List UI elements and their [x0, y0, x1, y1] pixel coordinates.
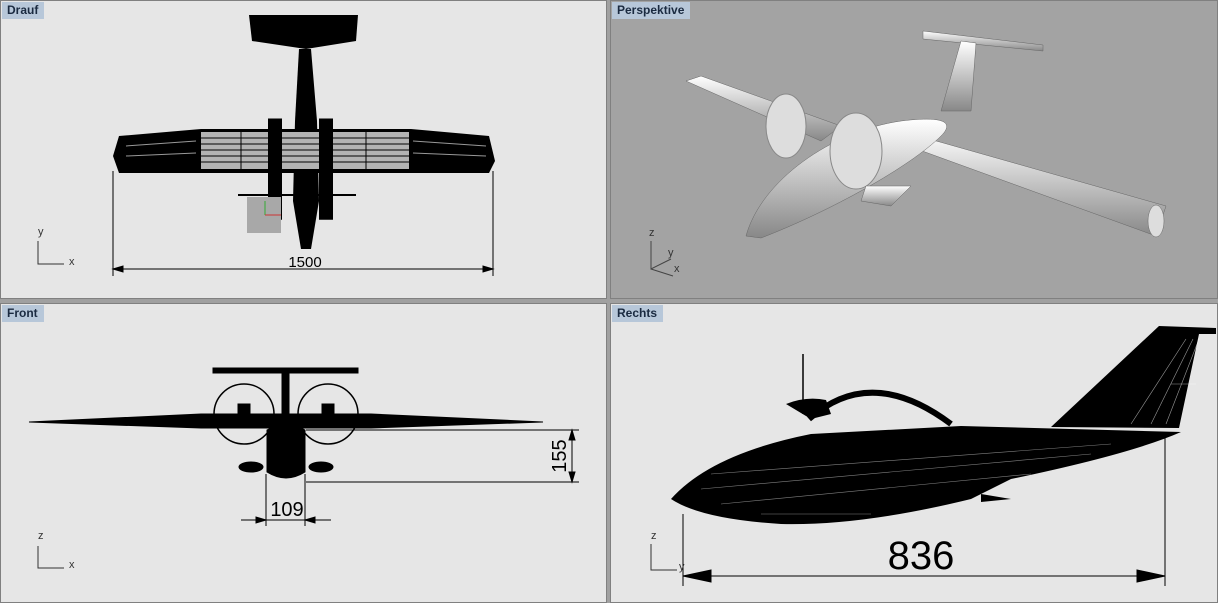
viewport-title-front[interactable]: Front [2, 305, 44, 322]
axis-icon [650, 544, 677, 571]
aircraft-front-wireframe [28, 367, 544, 479]
dimension-label-1500: 1500 [288, 254, 321, 271]
front-view-drawing: 109 155 [28, 367, 579, 569]
dimension-lines-front [241, 428, 579, 526]
axis-icon [650, 241, 674, 277]
axis-x-label: x [674, 263, 680, 275]
perspective-view-render [650, 30, 1167, 277]
viewport-perspective[interactable]: Perspektive z y x [610, 0, 1218, 299]
viewport-title-right[interactable]: Rechts [612, 305, 664, 322]
axis-y-label: y [38, 226, 44, 238]
axis-y-label: y [679, 561, 685, 573]
axis-z-label: z [651, 530, 657, 542]
axis-z-label: z [38, 530, 44, 542]
viewport-title-top[interactable]: Drauf [2, 2, 45, 19]
axis-x-label: x [69, 256, 75, 268]
aircraft-rendered [685, 30, 1167, 239]
top-view-drawing: 1500 [37, 15, 495, 276]
axis-y-label: y [668, 247, 674, 259]
aircraft-side-wireframe [671, 326, 1216, 525]
right-view-drawing: 836 [650, 326, 1216, 586]
viewport-front[interactable]: Front 109 155 z x [0, 303, 607, 603]
viewport-right[interactable]: Rechts 836 z y [610, 303, 1218, 603]
viewport-title-perspective[interactable]: Perspektive [612, 2, 691, 19]
axis-x-label: x [69, 559, 75, 571]
viewport-top[interactable]: Drauf [0, 0, 607, 299]
axis-icon [37, 546, 64, 569]
axis-icon [37, 241, 64, 265]
aircraft-top-wireframe [113, 15, 495, 249]
dimension-line-1500 [111, 171, 495, 276]
dimension-label-109: 109 [270, 499, 303, 521]
axis-z-label: z [649, 227, 655, 239]
dimension-label-155: 155 [549, 439, 571, 472]
dimension-label-836: 836 [888, 534, 955, 578]
dimension-line-836 [682, 434, 1166, 586]
